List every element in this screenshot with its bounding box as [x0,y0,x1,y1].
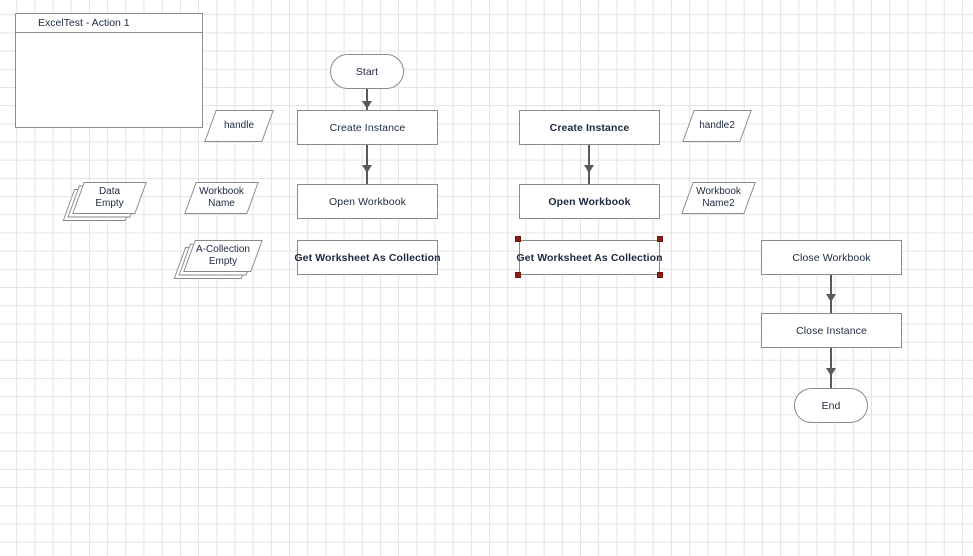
selection-handle-top-right[interactable] [657,236,663,242]
note-box[interactable]: ExcelTest - Action 1 [15,13,203,128]
arrow-close-instance-to-end [825,368,836,376]
data-shape-layer-front [183,240,263,272]
node-close-instance[interactable]: Close Instance [761,313,902,348]
arrow-start-to-create-instance [361,101,372,109]
data-shape-layer-front [72,182,147,214]
data-shape-layer-front [184,182,259,214]
connector-col1-create-to-open [366,145,368,184]
note-body [16,33,202,146]
data-shape-workbook-name2[interactable]: Workbook Name2 [681,182,756,214]
selection-handle-bottom-left[interactable] [515,272,521,278]
data-shape-data-empty[interactable]: Data Empty [62,182,147,221]
data-shape-layer-front [204,110,274,142]
node-col2-open-workbook[interactable]: Open Workbook [519,184,660,219]
node-col1-get-worksheet-as-collection[interactable]: Get Worksheet As Collection [294,240,441,275]
connector-start-to-create-instance [366,89,368,110]
data-shape-layer-front [682,110,752,142]
node-col2-get-worksheet-as-collection[interactable]: Get Worksheet As Collection [516,240,663,275]
arrow-col1-create-to-open [361,165,372,173]
data-shape-handle2[interactable]: handle2 [682,110,752,142]
arrow-close-workbook-to-close-instance [825,294,836,302]
connector-col2-create-to-open [588,145,590,184]
node-col1-create-instance[interactable]: Create Instance [297,110,438,145]
selection-handle-bottom-right[interactable] [657,272,663,278]
node-end[interactable]: End [794,388,868,423]
node-close-workbook[interactable]: Close Workbook [761,240,902,275]
data-shape-handle[interactable]: handle [204,110,274,142]
note-title: ExcelTest - Action 1 [16,14,202,33]
data-shape-layer-front [681,182,756,214]
node-col1-open-workbook[interactable]: Open Workbook [297,184,438,219]
data-shape-a-collection-empty[interactable]: A-Collection Empty [173,240,263,279]
node-start[interactable]: Start [330,54,404,89]
data-shape-workbook-name[interactable]: Workbook Name [184,182,259,214]
selection-handle-top-left[interactable] [515,236,521,242]
node-col2-create-instance[interactable]: Create Instance [519,110,660,145]
arrow-col2-create-to-open [583,165,594,173]
